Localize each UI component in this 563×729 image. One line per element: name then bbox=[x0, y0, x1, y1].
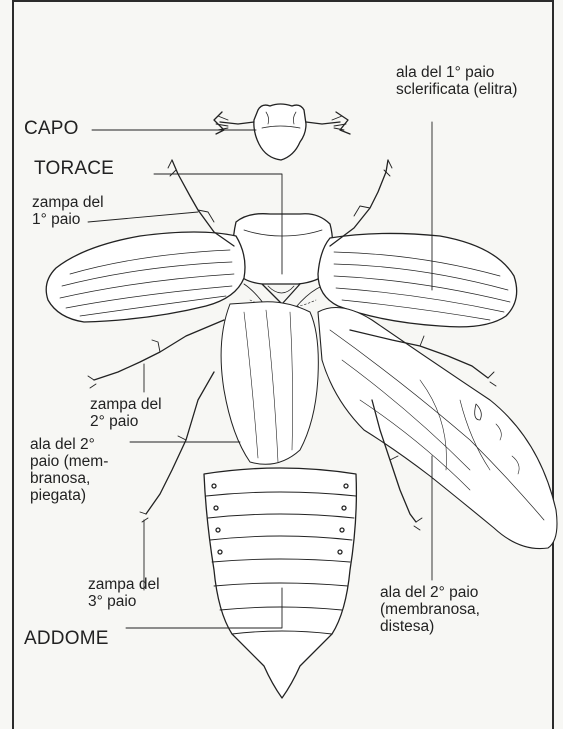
label-zampa-2: zampa del 2° paio bbox=[90, 396, 162, 430]
folded-hindwing bbox=[221, 302, 318, 465]
label-ala-2-distesa: ala del 2° paio (membranosa, distesa) bbox=[380, 584, 480, 635]
left-elytron bbox=[46, 232, 245, 322]
label-zampa-1: zampa del 1° paio bbox=[32, 194, 104, 228]
beetle-head bbox=[214, 104, 350, 160]
label-ala-2-piegata: ala del 2° paio (mem- branosa, piegata) bbox=[30, 436, 108, 504]
label-capo: CAPO bbox=[24, 118, 79, 139]
label-ala-1: ala del 1° paio sclerificata (elitra) bbox=[396, 64, 517, 98]
label-torace: TORACE bbox=[34, 158, 114, 179]
beetle-abdomen bbox=[204, 468, 356, 698]
label-zampa-3: zampa del 3° paio bbox=[88, 576, 160, 610]
label-addome: ADDOME bbox=[24, 628, 109, 649]
